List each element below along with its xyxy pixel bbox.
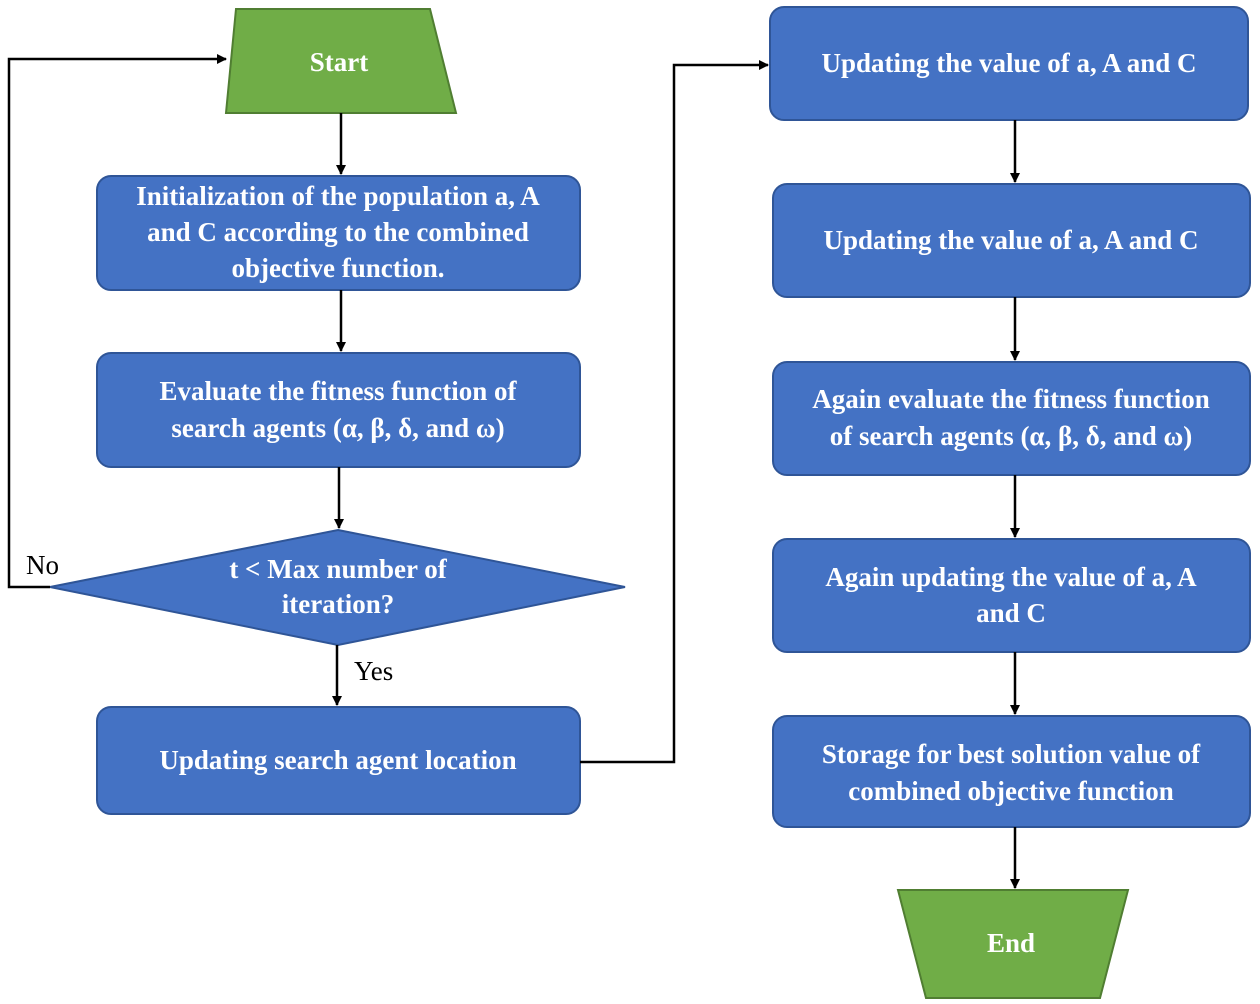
update-location-node: Updating search agent location bbox=[96, 706, 581, 815]
again-evaluate-shape bbox=[772, 361, 1251, 476]
edge-location-to-update1 bbox=[580, 60, 769, 764]
update-location-shape bbox=[96, 706, 581, 815]
edge-label-yes: Yes bbox=[354, 656, 393, 686]
decision-shape bbox=[49, 528, 626, 647]
end-label: End bbox=[987, 928, 1035, 958]
decision-label-line1: t < Max number of bbox=[229, 554, 447, 584]
start-shape bbox=[224, 8, 458, 114]
update-value-node-2: Updating the value of a, A and C bbox=[772, 183, 1251, 298]
evaluate-shape bbox=[96, 352, 581, 468]
init-label-line2: and C according to the combined bbox=[147, 217, 529, 247]
again-update-label-line1: Again updating the value of a, A bbox=[825, 562, 1197, 592]
init-label-line1: Initialization of the population a, A bbox=[136, 181, 540, 211]
again-update-label-line2: and C bbox=[976, 598, 1046, 628]
start-label: Start bbox=[310, 47, 368, 77]
init-shape bbox=[96, 175, 581, 291]
edge-label-no: No bbox=[26, 550, 59, 580]
decision-node: t < Max number of iteration? bbox=[49, 528, 626, 647]
init-label-line3: objective function. bbox=[232, 253, 445, 283]
end-node: End bbox=[896, 889, 1130, 999]
update-value-label-2: Updating the value of a, A and C bbox=[823, 225, 1198, 255]
again-evaluate-label-line1: Again evaluate the fitness function bbox=[812, 384, 1210, 414]
update-location-label: Updating search agent location bbox=[159, 745, 516, 775]
update-value-shape-2 bbox=[772, 183, 1251, 298]
end-shape bbox=[896, 889, 1130, 999]
storage-label-line1: Storage for best solution value of bbox=[822, 739, 1201, 769]
edge-no-loop bbox=[7, 54, 227, 589]
start-node: Start bbox=[224, 8, 458, 114]
again-evaluate-label-line2: of search agents (α, β, δ, and ω) bbox=[830, 421, 1193, 451]
update-value-shape-1 bbox=[769, 6, 1249, 121]
update-value-label-1: Updating the value of a, A and C bbox=[821, 48, 1196, 78]
evaluate-label-line1: Evaluate the fitness function of bbox=[160, 376, 518, 406]
again-evaluate-node: Again evaluate the fitness function of s… bbox=[772, 361, 1251, 476]
evaluate-node: Evaluate the fitness function of search … bbox=[96, 352, 581, 468]
update-value-node-1: Updating the value of a, A and C bbox=[769, 6, 1249, 121]
again-update-node: Again updating the value of a, A and C bbox=[772, 538, 1251, 653]
again-update-shape bbox=[772, 538, 1251, 653]
evaluate-label-line2: search agents (α, β, δ, and ω) bbox=[171, 413, 504, 443]
storage-label-line2: combined objective function bbox=[848, 776, 1173, 806]
storage-node: Storage for best solution value of combi… bbox=[772, 715, 1251, 828]
init-node: Initialization of the population a, A an… bbox=[96, 175, 581, 291]
storage-shape bbox=[772, 715, 1251, 828]
decision-label-line2: iteration? bbox=[282, 589, 394, 619]
